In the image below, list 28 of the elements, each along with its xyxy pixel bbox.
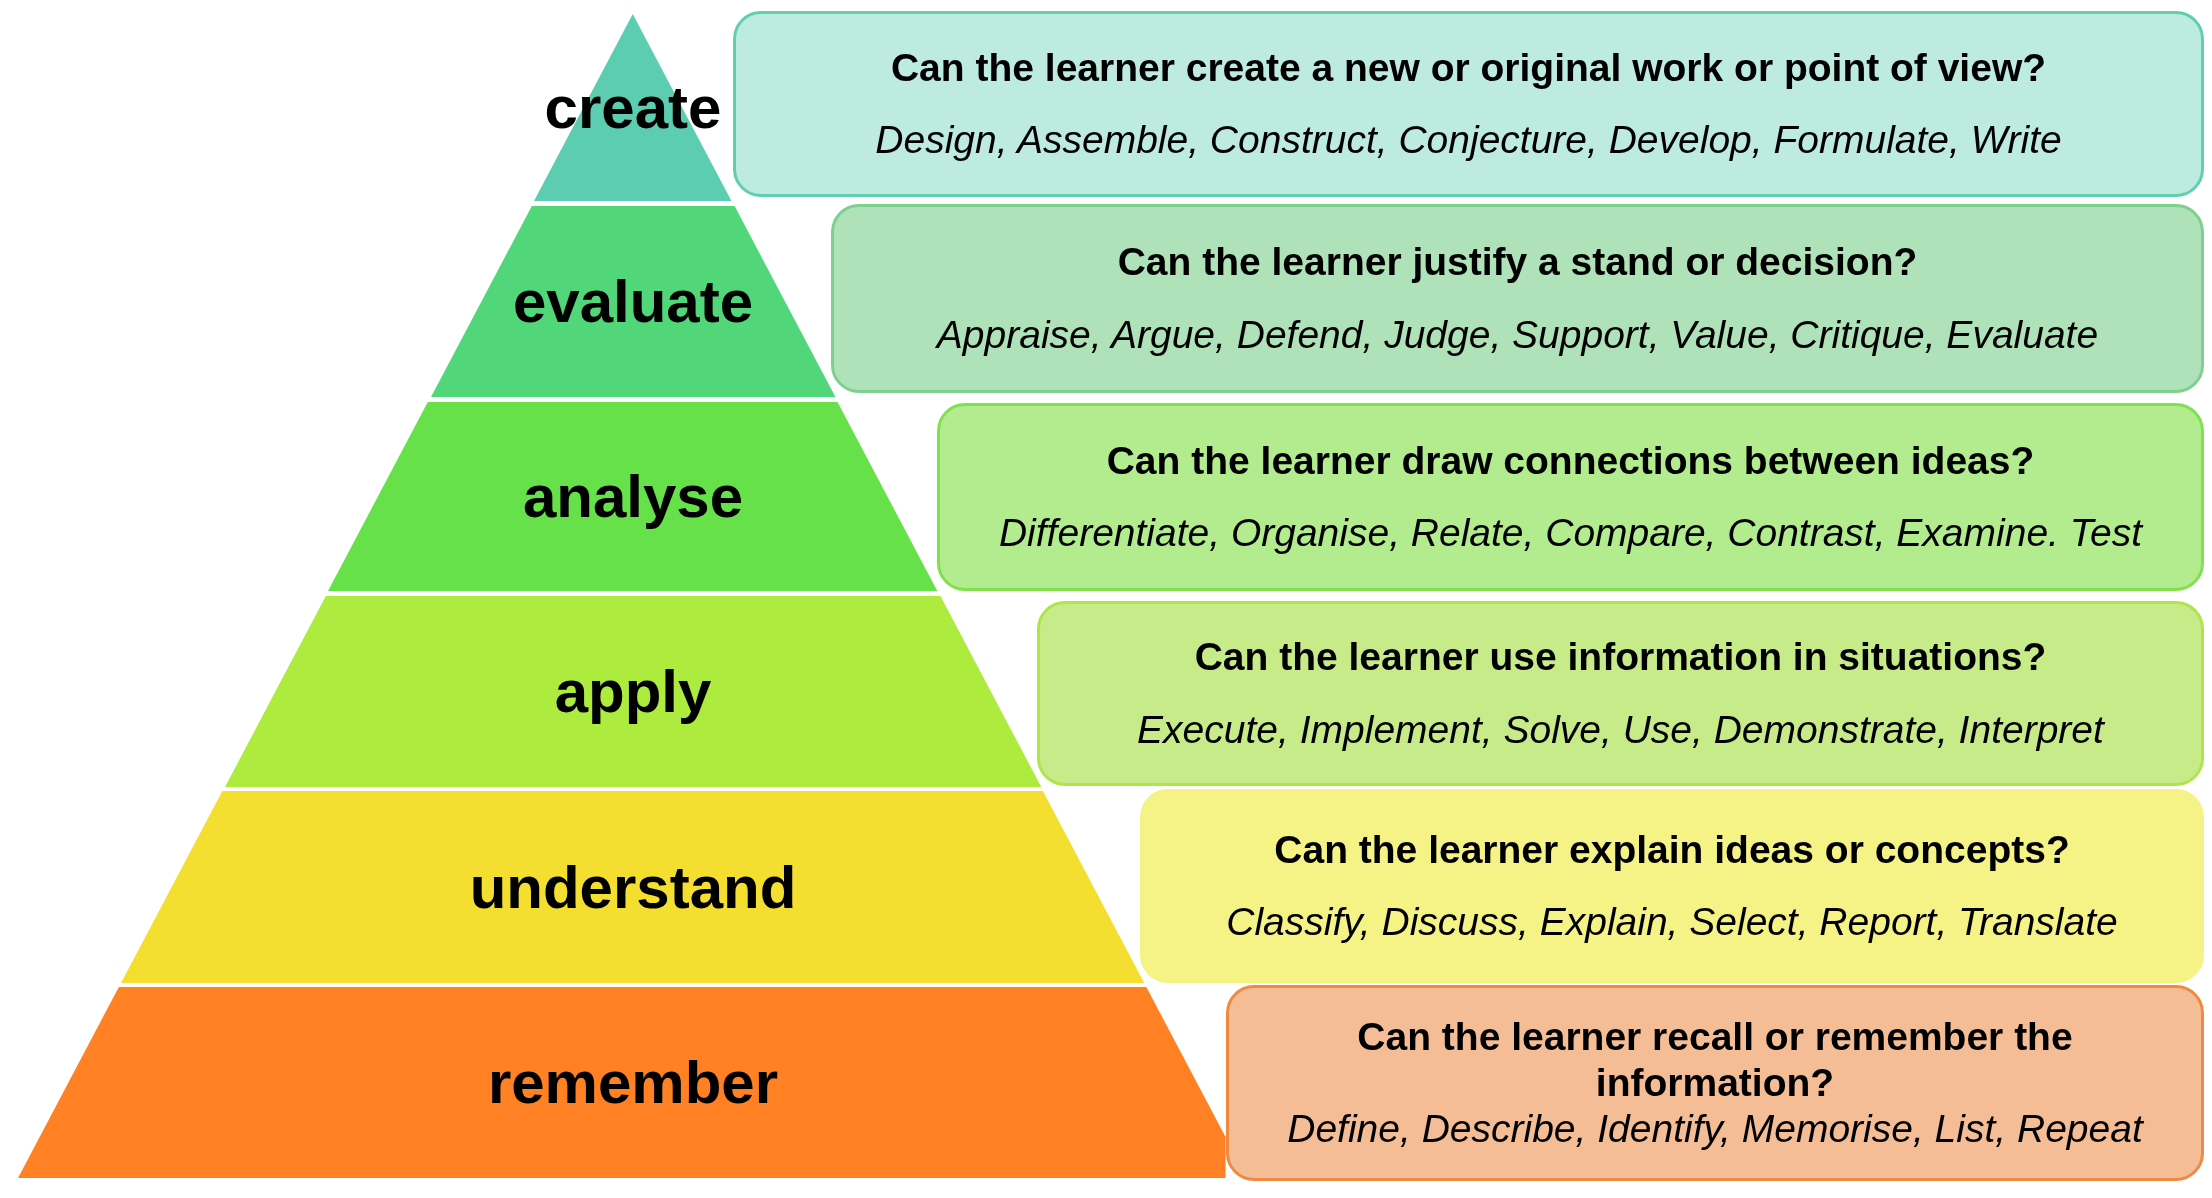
verb-list: Classify, Discuss, Explain, Select, Report, Translate xyxy=(1226,899,2118,945)
question-card xyxy=(1226,985,2204,1181)
question-text: Can the learner use information in situations? xyxy=(1194,634,2047,681)
tier-label: remember xyxy=(487,1051,779,1114)
question-text: Can the learner draw connections between ideas? xyxy=(1106,438,2035,484)
verb-list: Differentiate, Organise, Relate, Compare, Contrast, Examine. Test xyxy=(998,510,2143,556)
tier-label: evaluate xyxy=(512,270,754,333)
pyramid-tier xyxy=(224,596,1042,787)
question-text: Can the learner explain ideas or concepts? xyxy=(1274,827,2070,873)
question-text: Can the learner create a new or original work or point of view? xyxy=(890,45,2047,91)
verb-list: Design, Assemble, Construct, Conjecture, Develop, Formulate, Write xyxy=(875,117,2062,163)
tier-label: understand xyxy=(469,855,797,919)
question-card xyxy=(831,204,2204,393)
pyramid-tier xyxy=(18,987,1226,1178)
question-card xyxy=(1140,789,2204,983)
tier-label: apply xyxy=(554,660,712,723)
question-card xyxy=(733,11,2204,197)
tier-label: analyse xyxy=(522,465,744,528)
verb-list: Execute, Implement, Solve, Use, Demonstrate, Interpret xyxy=(1137,706,2104,753)
question-text: Can the learner recall or remember the information? xyxy=(1356,1013,2074,1106)
verb-list: Define, Describe, Identify, Memorise, List, Repeat xyxy=(1287,1106,2143,1152)
pyramid-tier xyxy=(121,791,1145,983)
verb-list: Appraise, Argue, Defend, Judge, Support, Value, Critique, Evaluate xyxy=(936,311,2099,358)
question-card xyxy=(937,403,2204,591)
question-text: Can the learner justify a stand or decision? xyxy=(1117,239,1918,286)
question-card xyxy=(1037,601,2204,786)
pyramid-tier xyxy=(328,402,938,591)
pyramid-tier xyxy=(430,206,836,397)
